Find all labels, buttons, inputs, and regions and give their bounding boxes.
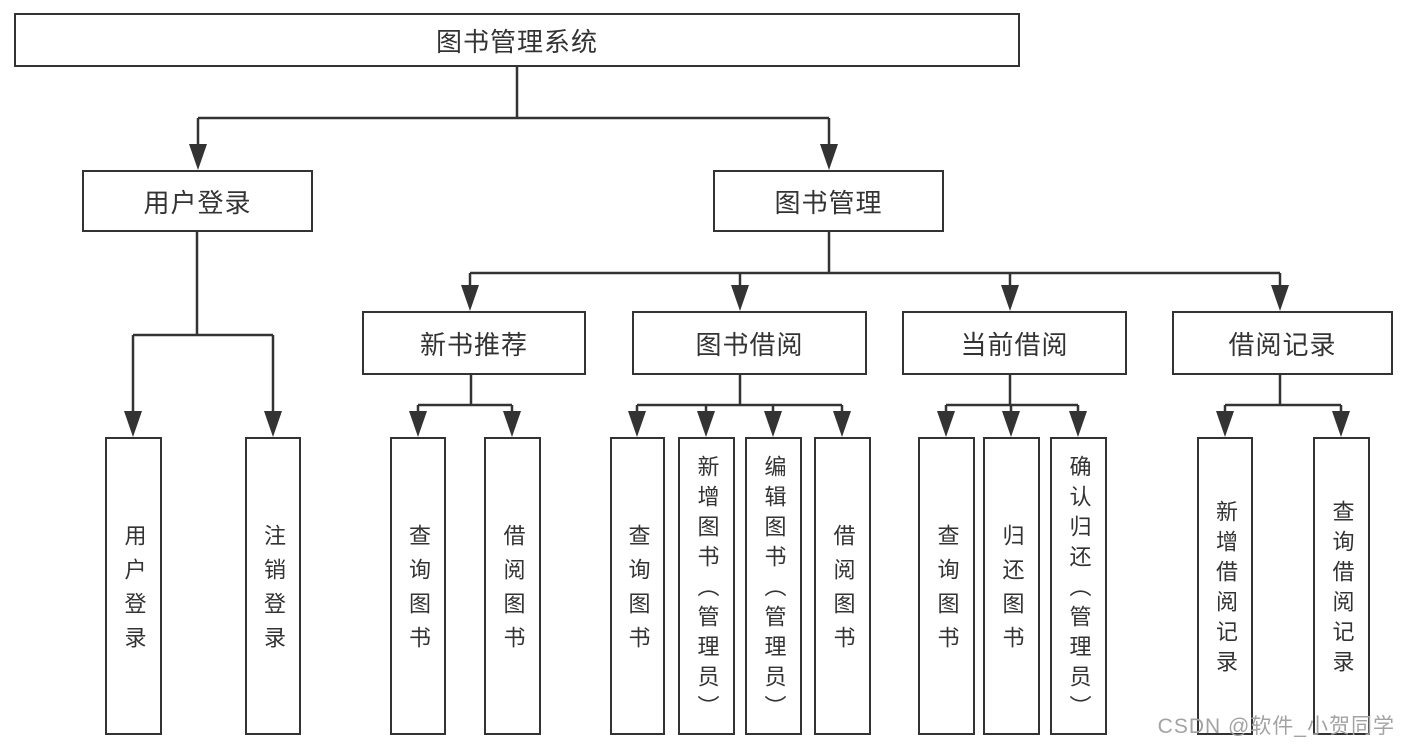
leaf-query-borrow-record: 查询借阅记录 bbox=[1313, 437, 1370, 735]
connector-bookborrow-to-leaves bbox=[628, 375, 851, 437]
leaf-logout: 注销登录 bbox=[245, 437, 301, 735]
leaf-add-borrow-record: 新增借阅记录 bbox=[1197, 437, 1253, 735]
node-book-borrow-label: 图书借阅 bbox=[695, 329, 804, 360]
connector-bookmgmt-to-level3 bbox=[461, 232, 1289, 311]
node-borrow-record-label: 借阅记录 bbox=[1228, 329, 1337, 360]
leaf-edit-book-admin-label: 编辑图书（管理员） bbox=[761, 455, 787, 725]
node-borrow-record: 借阅记录 bbox=[1172, 311, 1393, 375]
leaf-query-book-borrow-label: 查询图书 bbox=[625, 524, 651, 660]
leaf-query-book-recommend: 查询图书 bbox=[390, 437, 446, 735]
node-current-borrow-label: 当前借阅 bbox=[960, 329, 1069, 360]
leaf-user-login: 用户登录 bbox=[105, 437, 162, 735]
leaf-query-book-borrow: 查询图书 bbox=[610, 437, 665, 735]
leaf-logout-label: 注销登录 bbox=[261, 524, 286, 660]
node-book-management: 图书管理 bbox=[713, 170, 944, 232]
leaf-return-book: 归还图书 bbox=[983, 437, 1040, 735]
connector-newbook-to-leaves bbox=[409, 375, 521, 437]
leaf-confirm-return-admin-label: 确认归还（管理员） bbox=[1066, 455, 1092, 725]
node-book-borrow: 图书借阅 bbox=[632, 311, 867, 375]
leaf-edit-book-admin: 编辑图书（管理员） bbox=[745, 437, 802, 735]
leaf-query-book-recommend-label: 查询图书 bbox=[406, 524, 431, 660]
node-user-login: 用户登录 bbox=[82, 170, 313, 232]
node-new-book-recommend: 新书推荐 bbox=[362, 311, 586, 375]
leaf-borrow-book-label: 借阅图书 bbox=[830, 524, 856, 660]
csdn-watermark: CSDN @软件_小贺同学 bbox=[1157, 715, 1395, 738]
connector-borrowrecord-to-leaves bbox=[1216, 375, 1350, 437]
node-root-system: 图书管理系统 bbox=[14, 13, 1020, 67]
connector-currentborrow-to-leaves bbox=[937, 375, 1087, 437]
leaf-add-book-admin: 新增图书（管理员） bbox=[678, 437, 735, 735]
connector-root-to-level2 bbox=[189, 67, 838, 170]
node-root-system-label: 图书管理系统 bbox=[435, 26, 598, 57]
leaf-user-login-label: 用户登录 bbox=[121, 524, 147, 660]
node-current-borrow: 当前借阅 bbox=[902, 311, 1127, 375]
node-user-login-label: 用户登录 bbox=[143, 187, 252, 218]
leaf-add-borrow-record-label: 新增借阅记录 bbox=[1213, 500, 1238, 680]
leaf-query-borrow-record-label: 查询借阅记录 bbox=[1329, 500, 1355, 680]
leaf-query-book-current-label: 查询图书 bbox=[934, 524, 960, 660]
leaf-query-book-current: 查询图书 bbox=[918, 437, 975, 735]
leaf-return-book-label: 归还图书 bbox=[999, 524, 1025, 660]
node-book-management-label: 图书管理 bbox=[774, 187, 883, 218]
leaf-borrow-book-recommend-label: 借阅图书 bbox=[500, 524, 526, 660]
node-new-book-recommend-label: 新书推荐 bbox=[419, 329, 528, 360]
leaf-borrow-book: 借阅图书 bbox=[814, 437, 871, 735]
leaf-add-book-admin-label: 新增图书（管理员） bbox=[694, 455, 720, 725]
leaf-borrow-book-recommend: 借阅图书 bbox=[484, 437, 541, 735]
connector-userlogin-to-leaves bbox=[124, 232, 282, 437]
leaf-confirm-return-admin: 确认归还（管理员） bbox=[1050, 437, 1107, 735]
